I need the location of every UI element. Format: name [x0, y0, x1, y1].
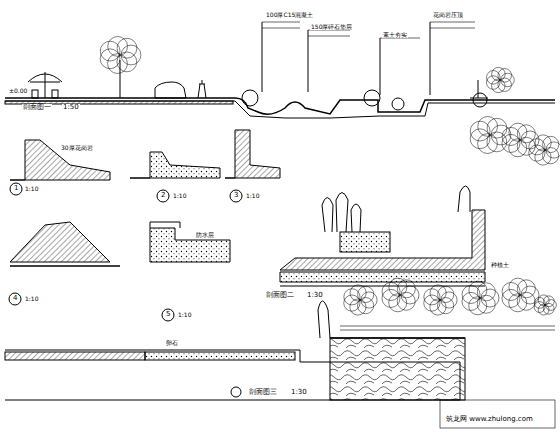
- tree-canopy: [502, 289, 520, 307]
- tree-canopy: [344, 295, 360, 311]
- callout-number: 2: [160, 192, 166, 199]
- tree-canopy: [117, 38, 137, 58]
- tree-canopy: [486, 76, 500, 90]
- tree-canopy: [546, 300, 557, 311]
- tree-canopy: [382, 289, 400, 307]
- tree-canopy: [521, 286, 539, 304]
- tree-canopy: [350, 299, 366, 315]
- material-note: 30厚花岗岩: [60, 145, 94, 151]
- scale: 1:10: [245, 193, 260, 199]
- tree-canopy: [477, 283, 495, 301]
- material-note: 花岗岩压顶: [432, 12, 464, 18]
- tree-canopy: [469, 297, 487, 315]
- tree-canopy: [401, 286, 419, 304]
- tree-canopy: [121, 45, 141, 65]
- tree-canopy: [462, 292, 480, 310]
- tree-canopy: [469, 281, 487, 299]
- scale: 1:10: [172, 193, 187, 199]
- tree-canopy: [108, 36, 128, 56]
- tree-canopy: [509, 139, 527, 157]
- tree-canopy: [430, 285, 446, 301]
- tree-canopy: [108, 54, 128, 74]
- tree-canopy: [487, 118, 507, 138]
- material-note: 150厚碎石垫层: [310, 24, 353, 30]
- tree-canopy: [382, 282, 400, 300]
- tree-canopy: [502, 134, 520, 152]
- tree-canopy: [502, 127, 520, 145]
- tree-canopy: [438, 286, 454, 302]
- scale: 1:10: [24, 186, 39, 192]
- callout-number: 1: [13, 185, 19, 192]
- tree-canopy: [517, 280, 535, 298]
- tree-canopy: [478, 116, 498, 136]
- section-title: 剖面图三: [248, 389, 278, 396]
- tree-canopy: [481, 289, 499, 307]
- tree-canopy: [350, 285, 366, 301]
- tree-canopy: [501, 73, 515, 87]
- tree-canopy: [492, 67, 506, 81]
- tree-canopy: [361, 292, 377, 308]
- elevation: ±0.00: [8, 88, 28, 94]
- tree-canopy: [498, 69, 512, 83]
- tree-canopy: [478, 134, 498, 154]
- watermark: 筑龙网 www.zhulong.com: [445, 416, 534, 423]
- tree-canopy: [462, 285, 480, 303]
- tree-canopy: [543, 296, 554, 307]
- tree-canopy: [424, 295, 440, 311]
- section-title: 剖面图二: [265, 292, 295, 299]
- tree-canopy: [543, 136, 559, 152]
- tree-canopy: [358, 286, 374, 302]
- material-note: 100厚C15混凝土: [265, 12, 314, 18]
- scale: 1:30: [306, 292, 324, 299]
- scale: 1:10: [177, 312, 192, 318]
- tree-canopy: [509, 294, 527, 312]
- tree-canopy: [521, 131, 539, 149]
- tree-canopy: [100, 49, 120, 69]
- tree-canopy: [487, 71, 501, 85]
- material-note: 种植土: [490, 262, 510, 268]
- tree-canopy: [397, 280, 415, 298]
- tree-canopy: [441, 292, 457, 308]
- tree-canopy: [502, 282, 520, 300]
- tree-canopy: [509, 278, 527, 296]
- tree-canopy: [389, 294, 407, 312]
- tree-canopy: [100, 41, 120, 61]
- tree-canopy: [535, 135, 551, 151]
- tree-canopy: [389, 278, 407, 296]
- scale: 1:30: [290, 389, 308, 396]
- callout-number: 4: [12, 295, 18, 302]
- tree-canopy: [546, 142, 560, 158]
- tree-canopy: [529, 139, 545, 155]
- section-title: 剖面图一: [22, 104, 52, 111]
- tree-canopy: [509, 123, 527, 141]
- material-note: 卵石: [165, 340, 179, 346]
- tree-canopy: [430, 299, 446, 315]
- scale: 1:50: [62, 104, 80, 111]
- tree-canopy: [470, 121, 490, 141]
- material-note: 防水层: [195, 232, 215, 238]
- tree-canopy: [424, 289, 440, 305]
- tree-canopy: [470, 129, 490, 149]
- scale: 1:10: [24, 296, 39, 302]
- callout-number: 5: [165, 311, 171, 318]
- tree-canopy: [344, 289, 360, 305]
- tree-canopy: [529, 145, 545, 161]
- tree-canopy: [535, 149, 551, 165]
- material-note: 素土夯实: [382, 32, 408, 38]
- callout-number: 3: [233, 192, 239, 199]
